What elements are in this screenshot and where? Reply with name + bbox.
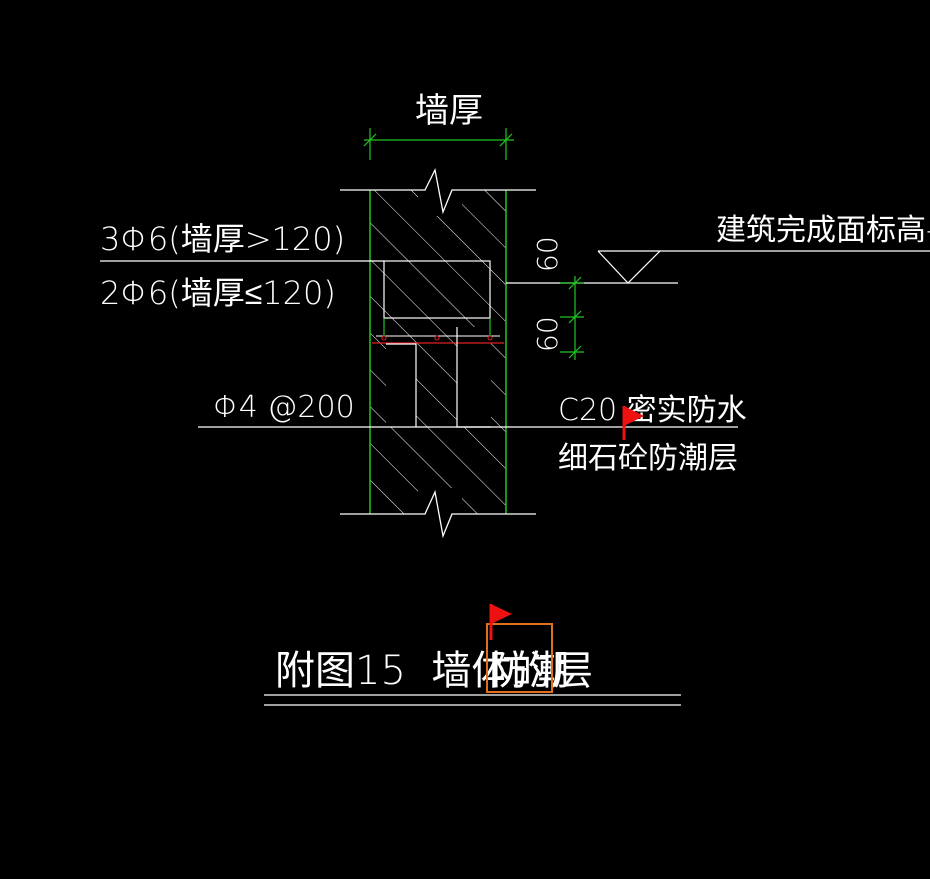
rebar-dot-right bbox=[487, 335, 493, 341]
dim-vertical-tick-3 bbox=[568, 345, 582, 359]
layer-label-line2: 细石砼防潮层 bbox=[558, 441, 738, 476]
elevation-triangle bbox=[597, 250, 661, 284]
rebar-dot-left bbox=[381, 335, 387, 341]
caption-highlight-box[interactable] bbox=[486, 623, 553, 693]
dim-wall-tick-right bbox=[499, 133, 513, 147]
rebar-label-thin: 2Φ6(墙厚≤120) bbox=[100, 274, 336, 312]
dim-wall-tick-left bbox=[363, 133, 377, 147]
stirrup-gap-right bbox=[457, 327, 491, 427]
caption-highlight: 防潮 bbox=[489, 648, 569, 694]
dim-lower-label: 60 bbox=[531, 316, 564, 352]
flag-marker-caption[interactable] bbox=[489, 604, 512, 640]
beam-outline bbox=[383, 260, 491, 319]
layer-label-line1: C20 密实防水 bbox=[558, 393, 747, 428]
dim-vertical-tick-2 bbox=[568, 310, 582, 324]
stirrup-gap-left bbox=[386, 344, 416, 427]
elevation-label: 建筑完成面标高-0.05 bbox=[716, 213, 930, 248]
wall-thickness-label: 墙厚 bbox=[415, 91, 483, 131]
caption-suffix: 层 bbox=[553, 648, 593, 694]
rebar-label-thick: 3Φ6(墙厚>120) bbox=[100, 220, 345, 258]
rebar-dot-mid bbox=[434, 335, 440, 341]
dim-vertical-tick-1 bbox=[568, 276, 582, 290]
caption-prefix: 附图15 墙体的 bbox=[275, 648, 551, 694]
stirrup-left bbox=[386, 343, 417, 427]
break-line-top bbox=[340, 167, 536, 215]
break-line-bottom bbox=[340, 489, 536, 539]
flag-marker-label[interactable] bbox=[622, 406, 644, 440]
dim-upper-label: 60 bbox=[531, 236, 564, 272]
stirrup-label: Φ4 @200 bbox=[213, 390, 355, 425]
